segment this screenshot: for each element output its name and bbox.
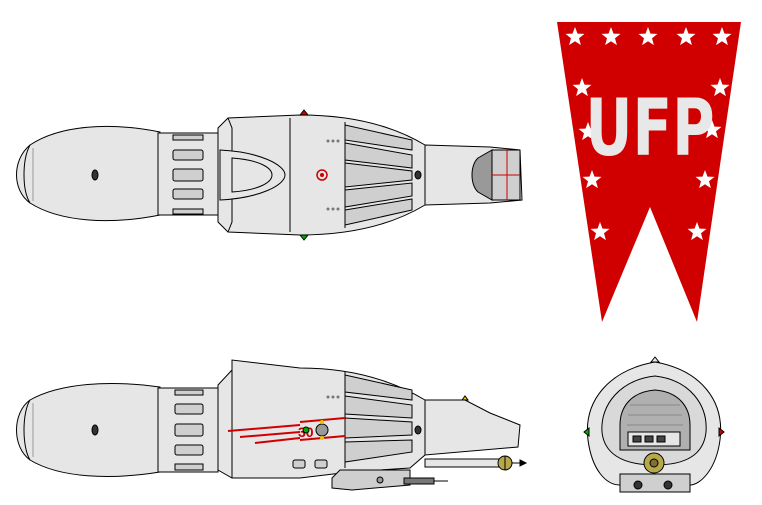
banner-star <box>582 170 602 189</box>
side-sensor-pod <box>331 469 411 491</box>
banner-star <box>640 250 660 269</box>
banner-pennant <box>557 22 741 322</box>
side-rear-pod <box>16 382 161 477</box>
ship-side-view: 30 <box>16 359 528 491</box>
banner-star <box>565 27 585 46</box>
side-nose <box>424 399 521 456</box>
banner-star <box>695 170 715 189</box>
ufp-banner: UFP <box>557 22 741 322</box>
banner-star <box>638 27 658 46</box>
banner-star <box>578 122 598 141</box>
ship-front-view <box>583 356 725 493</box>
banner-stars <box>565 27 732 269</box>
banner-star <box>676 27 696 46</box>
ship-top-view <box>16 109 523 241</box>
banner-star <box>572 78 592 97</box>
banner-emblem-text: UFP <box>585 84 714 175</box>
banner-star <box>702 120 722 139</box>
top-rear-pod <box>16 125 161 222</box>
side-boom <box>424 458 501 468</box>
banner-star <box>710 78 730 97</box>
banner-star <box>601 27 621 46</box>
banner-star <box>590 222 610 241</box>
banner-star <box>712 27 732 46</box>
top-rear-port <box>91 169 99 181</box>
banner-star <box>687 222 707 241</box>
top-hull-marker <box>316 169 328 181</box>
